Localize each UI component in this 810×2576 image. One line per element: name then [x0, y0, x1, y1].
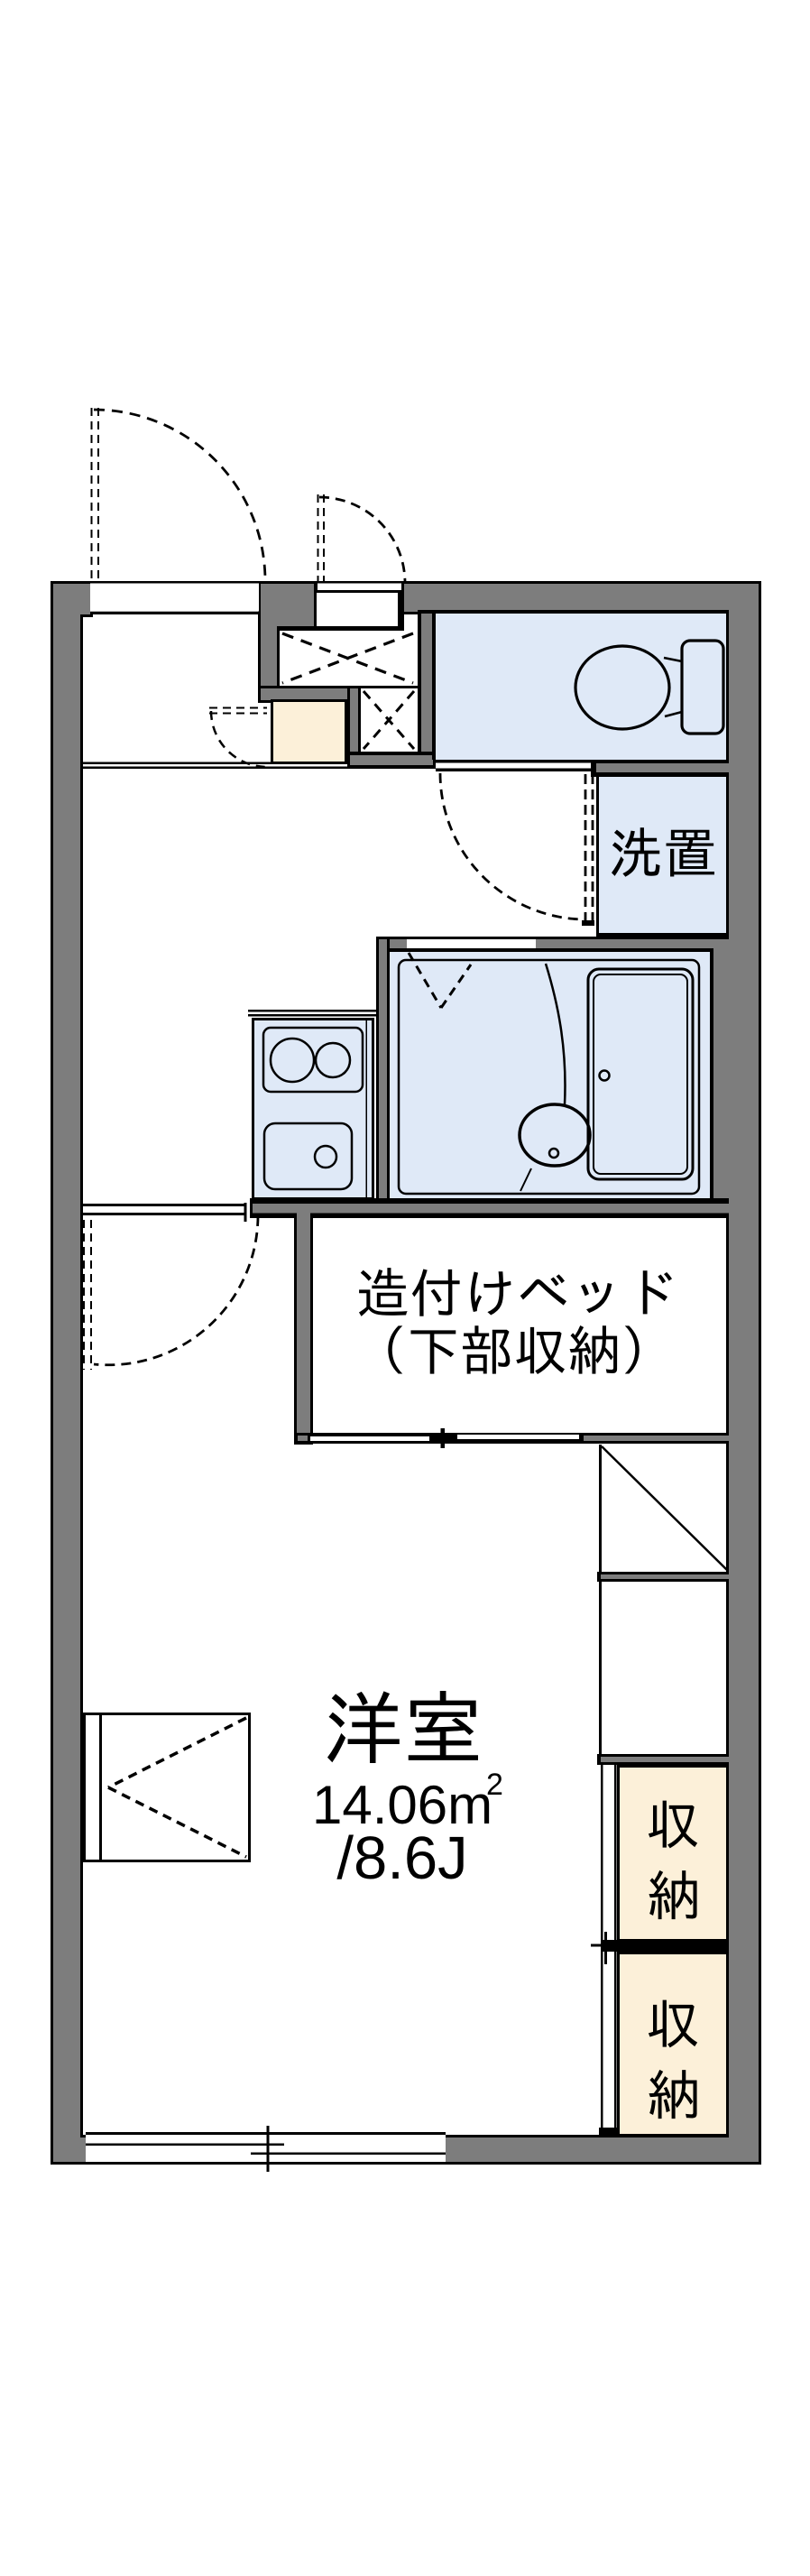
- svg-text:/8.6J: /8.6J: [336, 1824, 467, 1892]
- svg-text:2: 2: [486, 1768, 503, 1802]
- svg-text:14.06m: 14.06m: [312, 1775, 492, 1835]
